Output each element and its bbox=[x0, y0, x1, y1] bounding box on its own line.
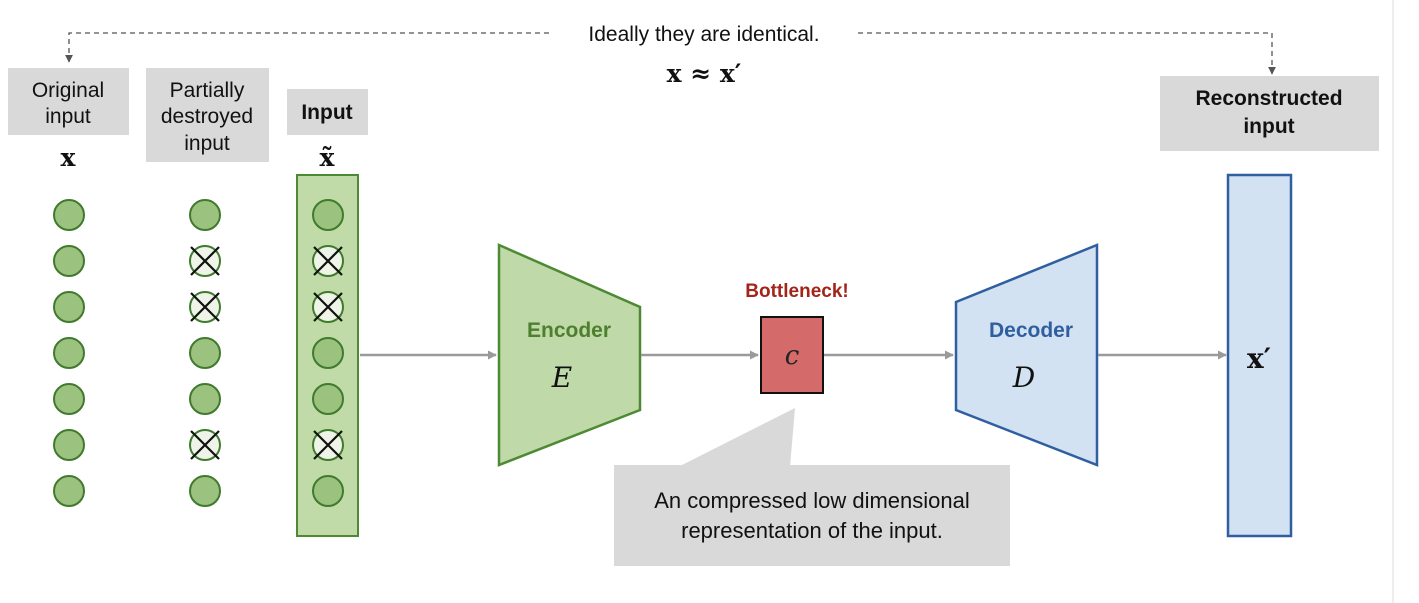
original-input-label-box bbox=[8, 68, 129, 135]
encoder-shape bbox=[497, 243, 642, 467]
dashed-connector-right bbox=[858, 32, 1276, 75]
input-node-2-dropout-cross-icon bbox=[313, 246, 343, 276]
decoder-symbol: D bbox=[1012, 361, 1035, 394]
original-input-symbol: x bbox=[61, 143, 77, 172]
original-input-nodes bbox=[53, 199, 85, 507]
input-node-1 bbox=[312, 199, 344, 231]
reconstructed-label-box bbox=[1160, 76, 1379, 151]
noisy-input-symbol: x̃ bbox=[320, 143, 336, 172]
noisy-input-nodes bbox=[312, 199, 344, 507]
bottleneck-code-box bbox=[760, 316, 824, 394]
decoder-label: Decoder bbox=[989, 319, 1073, 342]
encoder-symbol: E bbox=[551, 361, 572, 394]
identical-connector: Ideally they are identical. x ≈ x′ bbox=[65, 23, 1276, 88]
input-node-7 bbox=[312, 475, 344, 507]
original-node-4 bbox=[53, 337, 85, 369]
encoder: Encoder E bbox=[497, 243, 642, 467]
decoder: Decoder D bbox=[954, 243, 1099, 467]
original-input-label-line1: Original bbox=[32, 79, 104, 102]
partial-input-label-line3: input bbox=[184, 132, 230, 155]
original-node-5 bbox=[53, 383, 85, 415]
noisy-input-label-box bbox=[287, 89, 368, 135]
input-node-6-dropout-cross-icon bbox=[313, 430, 343, 460]
noisy-input-column: Input x̃ bbox=[287, 89, 368, 537]
bottleneck-callout: An compressed low dimensional representa… bbox=[614, 408, 1010, 566]
partial-node-3-dropout-cross-icon bbox=[190, 292, 220, 322]
partial-input-label-line2: destroyed bbox=[161, 105, 253, 128]
input-node-4 bbox=[312, 337, 344, 369]
identical-note: Ideally they are identical. bbox=[588, 23, 819, 46]
partial-node-2-dropout-cross-icon bbox=[190, 246, 220, 276]
original-node-2 bbox=[53, 245, 85, 277]
original-node-7 bbox=[53, 475, 85, 507]
callout-pointer bbox=[678, 408, 795, 467]
output-layer-bar bbox=[1226, 173, 1293, 538]
partial-node-7 bbox=[189, 475, 221, 507]
encoder-label: Encoder bbox=[527, 319, 611, 342]
callout-box bbox=[614, 465, 1010, 566]
bottleneck: Bottleneck! c bbox=[745, 281, 849, 394]
original-node-6 bbox=[53, 429, 85, 461]
output-symbol: x′ bbox=[1247, 342, 1271, 375]
input-node-5 bbox=[312, 383, 344, 415]
reconstructed-label-line1: Reconstructed bbox=[1195, 87, 1342, 110]
dashed-connector-left bbox=[65, 32, 550, 63]
reconstructed-column: Reconstructed input x′ bbox=[1160, 76, 1379, 538]
bottleneck-label: Bottleneck! bbox=[745, 281, 848, 302]
bottleneck-symbol: c bbox=[785, 341, 800, 371]
partial-node-5 bbox=[189, 383, 221, 415]
partial-input-label-box bbox=[146, 68, 269, 162]
partial-node-6-dropout-cross-icon bbox=[190, 430, 220, 460]
original-input-label-line2: input bbox=[45, 105, 91, 128]
reconstructed-label-line2: input bbox=[1243, 115, 1294, 138]
identity-formula: x ≈ x′ bbox=[667, 59, 742, 88]
decoder-shape bbox=[954, 243, 1099, 467]
partial-node-4 bbox=[189, 337, 221, 369]
noisy-input-label: Input bbox=[301, 101, 352, 124]
callout-line2: representation of the input. bbox=[681, 518, 943, 543]
partial-input-nodes bbox=[189, 199, 221, 507]
input-node-3-dropout-cross-icon bbox=[313, 292, 343, 322]
partial-input-column: Partially destroyed input bbox=[146, 68, 269, 507]
callout-line1: An compressed low dimensional bbox=[654, 488, 970, 513]
partial-input-label-line1: Partially bbox=[170, 79, 245, 102]
partial-node-1 bbox=[189, 199, 221, 231]
original-node-3 bbox=[53, 291, 85, 323]
original-input-column: Original input x bbox=[8, 68, 129, 507]
original-node-1 bbox=[53, 199, 85, 231]
